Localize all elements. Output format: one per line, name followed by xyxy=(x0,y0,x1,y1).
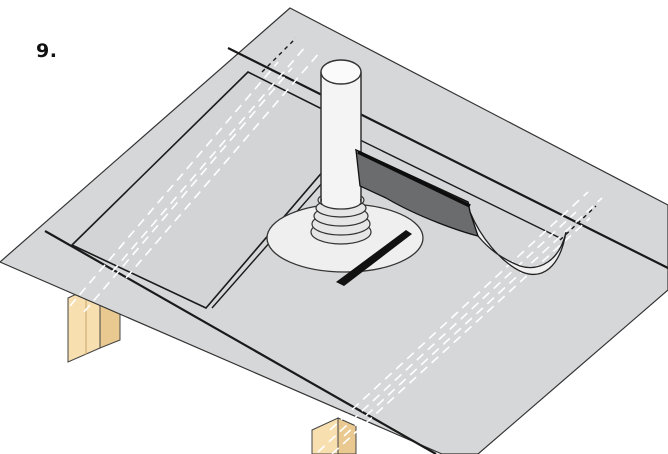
step-number: 9. xyxy=(36,40,58,62)
cover-strip xyxy=(336,230,412,286)
seam-weld-dashes xyxy=(69,45,603,454)
vent-pipe xyxy=(320,59,362,210)
wood-support-bottom xyxy=(311,417,357,454)
peel-back-flashing-sheet xyxy=(355,148,567,275)
membrane-seam-lines xyxy=(44,47,668,454)
